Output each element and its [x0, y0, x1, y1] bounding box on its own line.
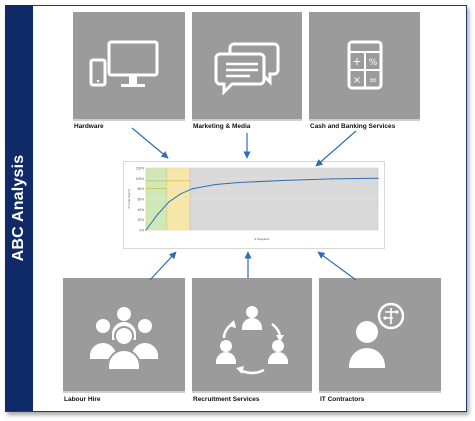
recruitment-card-underline: [192, 391, 312, 393]
svg-text:×: ×: [353, 75, 361, 86]
abc-chart-svg: 120% 100% 80% 60% 40% 20% 0% % Total Spend # Sup…: [127, 167, 379, 241]
marketing-card: [192, 12, 302, 119]
labour-hire-label: Labour Hire: [64, 396, 101, 403]
side-banner: ABC Analysis: [5, 5, 33, 411]
labour-hire-card-underline: [63, 391, 185, 393]
marketing-card-underline: [192, 119, 302, 121]
data-point: [157, 213, 159, 216]
data-point: [180, 193, 182, 195]
cash-banking-card: + % × =: [309, 12, 420, 119]
person-circuit-icon: [349, 302, 405, 368]
page-title: ABC Analysis: [10, 154, 27, 262]
data-point: [145, 229, 147, 231]
marketing-label: Marketing & Media: [193, 123, 251, 130]
hardware-card: [73, 12, 185, 119]
hardware-card-underline: [73, 119, 185, 121]
data-point: [215, 183, 217, 186]
recruitment-card: [192, 278, 312, 391]
y-tick-label: 80%: [138, 187, 145, 191]
cash-banking-label: Cash and Banking Services: [310, 123, 396, 130]
cash-banking-card-underline: [309, 119, 420, 121]
y-tick-label: 100%: [136, 177, 144, 181]
data-point: [191, 188, 193, 190]
svg-text:%: %: [369, 58, 378, 68]
svg-text:=: =: [369, 75, 377, 86]
y-tick-label: 40%: [138, 208, 145, 212]
abc-chart: 120% 100% 80% 60% 40% 20% 0% % Total Spend # Sup…: [123, 161, 385, 249]
computer-devices-icon: [89, 40, 159, 87]
y-tick-label: 120%: [136, 167, 144, 171]
it-contractors-label: IT Contractors: [320, 396, 365, 403]
it-contractors-card-underline: [319, 391, 441, 393]
svg-text:+: +: [352, 55, 361, 68]
data-point: [377, 177, 379, 179]
data-point: [168, 200, 170, 203]
calculator-icon: + % × =: [347, 40, 383, 90]
y-axis-label: % Total Spend: [127, 189, 131, 209]
recruitment-label: Recruitment Services: [193, 396, 260, 403]
labour-hire-card: [63, 278, 185, 391]
data-point: [331, 178, 333, 180]
it-contractors-card: [319, 278, 441, 391]
y-tick-label: 20%: [138, 218, 145, 222]
data-point: [284, 179, 286, 181]
y-tick-label: 0%: [139, 229, 144, 233]
hardware-label: Hardware: [74, 123, 104, 130]
x-axis-label: # Suppliers: [254, 237, 270, 241]
data-point: [238, 181, 240, 184]
cumulative-spend-line: [145, 177, 379, 231]
chat-bubbles-icon: [214, 42, 280, 96]
y-tick-label: 60%: [138, 198, 145, 202]
people-cycle-icon: [216, 306, 288, 375]
group-people-icon: [88, 307, 160, 371]
